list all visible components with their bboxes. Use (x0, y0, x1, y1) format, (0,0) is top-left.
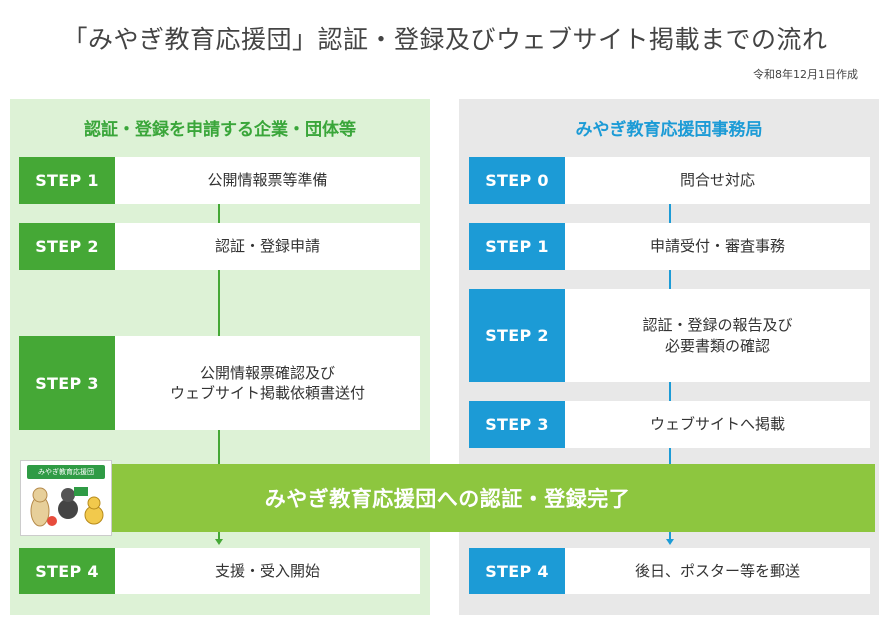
step-label: STEP 3 (469, 401, 565, 448)
connector-line (669, 532, 671, 540)
step-label: STEP 4 (19, 548, 115, 594)
connector-line (218, 532, 220, 540)
arrow-down-icon (666, 539, 674, 545)
step-label: STEP 2 (19, 223, 115, 270)
mascot-sign: みやぎ教育応援団 (27, 465, 105, 479)
step-text: 支援・受入開始 (214, 561, 320, 580)
office-step-4: STEP 4 後日、ポスター等を郵送 (469, 548, 870, 594)
mascot-icon (30, 487, 104, 527)
step-text: 認証・登録の報告及び 必要書類の確認 (642, 316, 793, 355)
connector-line (669, 448, 671, 464)
completion-text: みやぎ教育応援団への認証・登録完了 (264, 487, 631, 511)
connector-line (218, 204, 220, 223)
step-text: ウェブサイトへ掲載 (649, 415, 785, 434)
step-label: STEP 3 (19, 336, 115, 430)
step-label: STEP 4 (469, 548, 565, 594)
applicant-step-2: STEP 2 認証・登録申請 (19, 223, 420, 270)
step-label: STEP 0 (469, 157, 565, 204)
office-heading: みやぎ教育応援団事務局 (575, 120, 763, 140)
office-step-3: STEP 3 ウェブサイトへ掲載 (469, 401, 870, 448)
step-label: STEP 1 (19, 157, 115, 204)
applicant-heading: 認証・登録を申請する企業・団体等 (84, 120, 356, 140)
connector-line (669, 204, 671, 223)
connector-line (218, 270, 220, 336)
applicant-step-1: STEP 1 公開情報票等準備 (19, 157, 420, 204)
step-label: STEP 2 (469, 289, 565, 382)
connector-line (669, 382, 671, 401)
step-text: 公開情報票確認及び ウェブサイト掲載依頼書送付 (169, 363, 365, 402)
step-text: 後日、ポスター等を郵送 (634, 561, 800, 580)
page-title: 「みやぎ教育応援団」認証・登録及びウェブサイト掲載までの流れ (62, 25, 828, 54)
mascot-illustration: みやぎ教育応援団 (20, 460, 112, 536)
office-step-1: STEP 1 申請受付・審査事務 (469, 223, 870, 270)
completion-banner: みやぎ教育応援団への認証・登録完了 (20, 464, 875, 532)
step-text: 申請受付・審査事務 (649, 237, 785, 256)
applicant-step-4: STEP 4 支援・受入開始 (19, 548, 420, 594)
creation-date: 令和8年12月1日作成 (753, 68, 858, 81)
connector-line (218, 430, 220, 464)
office-step-0: STEP 0 問合せ対応 (469, 157, 870, 204)
connector-line (669, 270, 671, 289)
office-step-2: STEP 2 認証・登録の報告及び 必要書類の確認 (469, 289, 870, 382)
step-text: 公開情報票等準備 (207, 171, 328, 190)
applicant-step-3: STEP 3 公開情報票確認及び ウェブサイト掲載依頼書送付 (19, 336, 420, 430)
step-label: STEP 1 (469, 223, 565, 270)
arrow-down-icon (215, 539, 223, 545)
step-text: 認証・登録申請 (214, 237, 320, 256)
step-text: 問合せ対応 (679, 171, 755, 190)
